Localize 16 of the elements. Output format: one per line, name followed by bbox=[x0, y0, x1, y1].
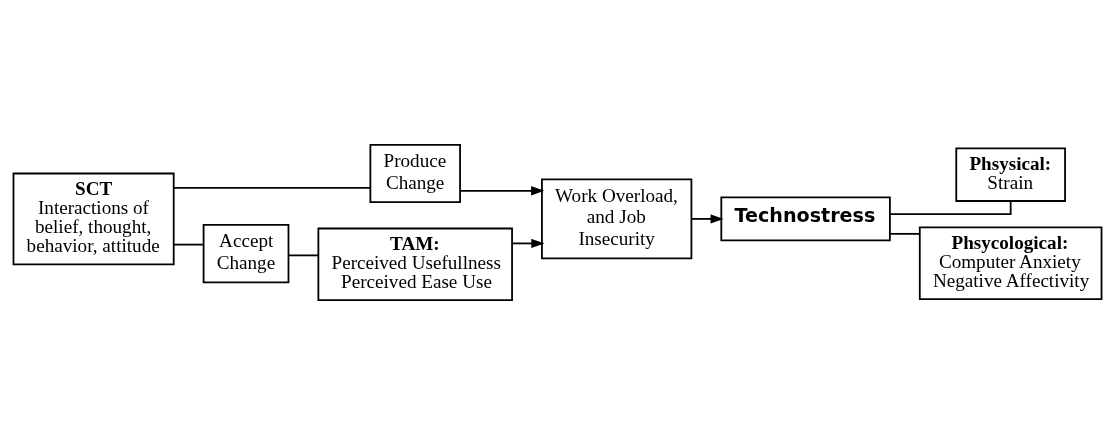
node-box: Phsycological: Computer Anxiety Negative Affectivity bbox=[918, 225, 1103, 300]
node-box: Technostress bbox=[720, 196, 891, 241]
connector bbox=[889, 199, 1012, 215]
connector bbox=[173, 186, 371, 189]
node-box: Phsysical: Strain bbox=[955, 146, 1066, 202]
node-box: SCT Interactions of belief, thought, behavior, attitude bbox=[12, 172, 175, 265]
node-box: TAM: Perceived Usefullness Perceived Ease Use bbox=[317, 227, 513, 301]
connector bbox=[889, 232, 921, 235]
node-box: Work Overload, and Job Insecurity bbox=[541, 178, 693, 259]
arrow bbox=[691, 213, 724, 224]
arrow bbox=[511, 238, 545, 248]
node-box: Accept Change bbox=[202, 223, 290, 283]
connector bbox=[287, 254, 320, 256]
connector bbox=[172, 243, 205, 245]
arrow bbox=[459, 185, 545, 195]
node-box: Produce Change bbox=[369, 143, 461, 203]
